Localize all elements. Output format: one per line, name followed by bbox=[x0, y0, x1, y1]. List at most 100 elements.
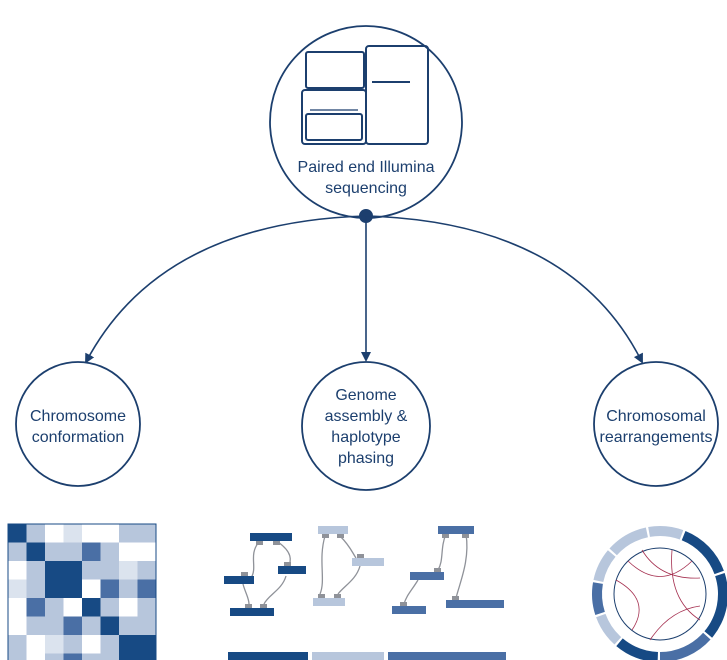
heatmap-cell bbox=[45, 635, 64, 654]
arrow-to-chromosomal-rearrangements bbox=[365, 215, 643, 364]
heatmap-cell bbox=[63, 524, 83, 543]
genome-assembly-label-line-4: phasing bbox=[338, 450, 394, 467]
circos-ring-segment bbox=[593, 550, 616, 582]
read-marker bbox=[318, 594, 325, 598]
contig bbox=[410, 572, 444, 580]
circos-plot bbox=[592, 525, 727, 660]
read-marker bbox=[245, 604, 252, 608]
heatmap-cell bbox=[137, 616, 157, 636]
circos-ring-segment bbox=[596, 613, 622, 645]
heatmap-cell bbox=[82, 598, 101, 617]
heatmap-cell bbox=[63, 653, 83, 660]
heatmap-cell bbox=[8, 561, 27, 580]
genome-assembly-label-line-3: haplotype bbox=[331, 429, 400, 446]
sequencer-icon bbox=[301, 45, 429, 145]
heatmap-cell bbox=[100, 616, 120, 636]
read-marker bbox=[442, 534, 449, 538]
heatmap-cell bbox=[63, 579, 83, 599]
heatmap-cell bbox=[26, 635, 46, 654]
contact-heatmap bbox=[7, 523, 157, 660]
heatmap-cell bbox=[45, 616, 64, 636]
read-marker bbox=[357, 554, 364, 558]
chromosome-conformation-circle bbox=[15, 361, 141, 487]
contig bbox=[438, 526, 474, 534]
heatmap-cell bbox=[137, 579, 157, 599]
heatmap-cell bbox=[8, 579, 27, 599]
heatmap-cell bbox=[45, 653, 64, 660]
heatmap-cell bbox=[45, 579, 64, 599]
heatmap-cell bbox=[119, 579, 138, 599]
heatmap-cell bbox=[119, 616, 138, 636]
circos-link bbox=[649, 605, 701, 641]
contig bbox=[230, 608, 274, 616]
contig bbox=[313, 598, 345, 606]
heatmap-cell bbox=[8, 598, 27, 617]
genome-assembly-circle bbox=[301, 361, 431, 491]
chromosomal-rearrangements-label-line-1: Chromosomal bbox=[606, 408, 706, 425]
heatmap-cell bbox=[8, 616, 27, 636]
chromosome-conformation-label-line-1: Chromosome bbox=[30, 408, 126, 425]
read-marker bbox=[241, 572, 248, 576]
heatmap-cell bbox=[100, 653, 120, 660]
contig bbox=[318, 526, 348, 534]
heatmap-cell bbox=[26, 653, 46, 660]
heatmap-cell bbox=[119, 635, 138, 654]
link-line bbox=[263, 575, 287, 605]
heatmap-cell bbox=[8, 653, 27, 660]
heatmap-cell bbox=[45, 561, 64, 580]
read-marker bbox=[334, 594, 341, 598]
scaffold-group-mid bbox=[392, 526, 504, 614]
heatmap-cell bbox=[100, 561, 120, 580]
heatmap-cell bbox=[8, 635, 27, 654]
circos-link bbox=[627, 560, 693, 577]
circos-inner-circle bbox=[613, 547, 707, 641]
genome-assembly-label-line-1: Genome bbox=[335, 387, 396, 404]
circos-ring-segment bbox=[681, 530, 724, 575]
read-marker bbox=[284, 562, 291, 566]
chromosomal-rearrangements-label-line-2: rearrangements bbox=[600, 429, 713, 446]
circos-ring-segment bbox=[592, 582, 605, 616]
heatmap-cell bbox=[26, 616, 46, 636]
circos-link bbox=[641, 549, 701, 579]
read-marker bbox=[434, 568, 441, 572]
link-line bbox=[337, 565, 361, 595]
circos-ring-segment bbox=[609, 527, 648, 556]
circos-ring-segment bbox=[660, 632, 711, 660]
sequencing-label-line-2: sequencing bbox=[325, 180, 407, 197]
heatmap-cell bbox=[119, 561, 138, 580]
heatmap-cell bbox=[8, 542, 27, 562]
circos-ring-segment bbox=[704, 572, 727, 638]
heatmap-cell bbox=[45, 598, 64, 617]
heatmap-cell bbox=[82, 524, 101, 543]
circos-ring-segment bbox=[648, 525, 684, 540]
contig bbox=[250, 533, 292, 541]
arrow-to-chromosome-conformation bbox=[85, 215, 367, 364]
circos-links bbox=[615, 549, 701, 641]
heatmap-border bbox=[7, 523, 157, 660]
heatmap-cell bbox=[63, 616, 83, 636]
circos-ring bbox=[592, 525, 727, 660]
heatmap-cell bbox=[45, 524, 64, 543]
circos-link bbox=[671, 549, 701, 621]
heatmap-cell bbox=[100, 598, 120, 617]
contig bbox=[446, 600, 504, 608]
heatmap-cell bbox=[137, 542, 157, 562]
heatmap-cell bbox=[100, 542, 120, 562]
heatmap-cell bbox=[100, 579, 120, 599]
read-marker bbox=[337, 534, 344, 538]
heatmap-cell bbox=[82, 542, 101, 562]
heatmap-cell bbox=[137, 561, 157, 580]
heatmap-cell bbox=[63, 561, 83, 580]
scaffold-group-light bbox=[313, 526, 384, 606]
chromosomal-rearrangements-node: Chromosomal rearrangements bbox=[593, 361, 719, 487]
read-marker bbox=[260, 604, 267, 608]
sequencing-node: Paired end Illumina sequencing bbox=[269, 25, 463, 219]
heatmap-cell bbox=[82, 653, 101, 660]
heatmap-cell bbox=[26, 598, 46, 617]
contig-scaffolding bbox=[224, 526, 506, 660]
heatmap-cell bbox=[82, 635, 101, 654]
heatmap-cell bbox=[119, 542, 138, 562]
contig bbox=[392, 606, 426, 614]
heatmap-cell bbox=[63, 598, 83, 617]
